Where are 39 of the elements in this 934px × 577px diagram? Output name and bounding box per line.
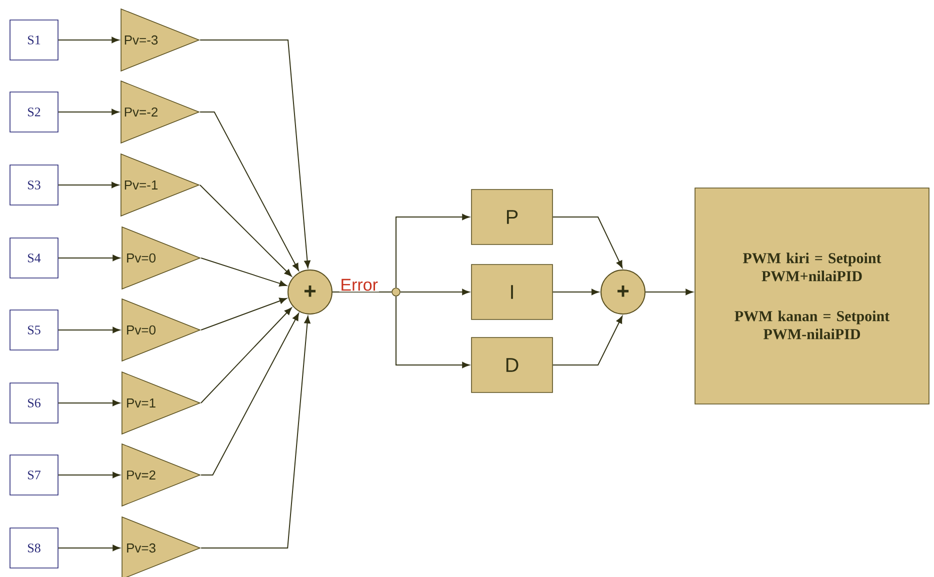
arrow <box>58 544 120 552</box>
sensor-box: S4 <box>10 238 58 278</box>
sensor-box: S1 <box>10 20 58 60</box>
arrow <box>58 36 120 44</box>
sensor-box: S6 <box>10 382 58 424</box>
sensor-box: S3 <box>10 164 58 206</box>
controller-block: P <box>471 189 553 245</box>
edge-label: Error <box>339 278 379 292</box>
arrow <box>400 288 470 296</box>
arrow <box>552 216 623 268</box>
sensor-box: S7 <box>10 454 58 496</box>
summing-junction: + <box>288 270 332 314</box>
arrow <box>645 288 694 296</box>
arrow <box>200 316 310 548</box>
arrow <box>58 108 120 116</box>
arrow <box>200 40 310 268</box>
arrow <box>552 316 623 366</box>
controller-block: I <box>471 264 553 320</box>
arrow <box>552 288 600 296</box>
arrow <box>200 313 299 476</box>
controller-block: D <box>471 337 553 393</box>
sensor-box: S5 <box>10 310 58 350</box>
sensor-box: S2 <box>10 92 58 132</box>
arrow <box>200 184 292 277</box>
summing-junction: + <box>600 270 646 314</box>
arrow <box>396 296 470 368</box>
arrow <box>58 400 120 406</box>
arrow <box>58 182 120 188</box>
arrow <box>200 307 292 404</box>
arrow <box>200 298 287 330</box>
arrow <box>200 111 299 271</box>
sensor-box: S8 <box>10 528 58 568</box>
arrow <box>58 326 120 334</box>
arrow <box>58 472 120 478</box>
output-box: PWM kiri = Setpoint PWM+nilaiPID PWM kanan = Setpoint PWM-nilaiPID <box>694 188 930 404</box>
arrow <box>396 214 470 288</box>
arrow <box>58 254 120 262</box>
arrow <box>200 257 287 287</box>
branch-point <box>392 288 400 296</box>
